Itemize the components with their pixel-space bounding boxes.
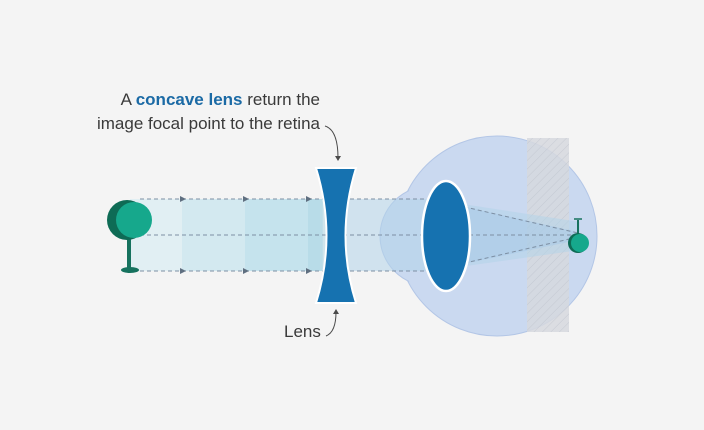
concave-lens (314, 167, 358, 304)
tree-image-icon (568, 218, 589, 253)
caption-line-2: image focal point to the retina (96, 114, 320, 133)
lens-label-leader (325, 309, 339, 337)
caption-leader (324, 125, 341, 161)
caption-highlight: concave lens (135, 90, 243, 109)
caption-line-1: A concave lens return the (120, 90, 320, 109)
light-beam-incoming (130, 199, 328, 271)
lens-label: Lens (284, 322, 321, 341)
ray-lines (140, 198, 579, 272)
tree-icon (107, 200, 152, 273)
ray-arrows (180, 196, 312, 274)
caption: A concave lens return the image focal po… (60, 88, 320, 136)
eye-lens (420, 179, 472, 293)
